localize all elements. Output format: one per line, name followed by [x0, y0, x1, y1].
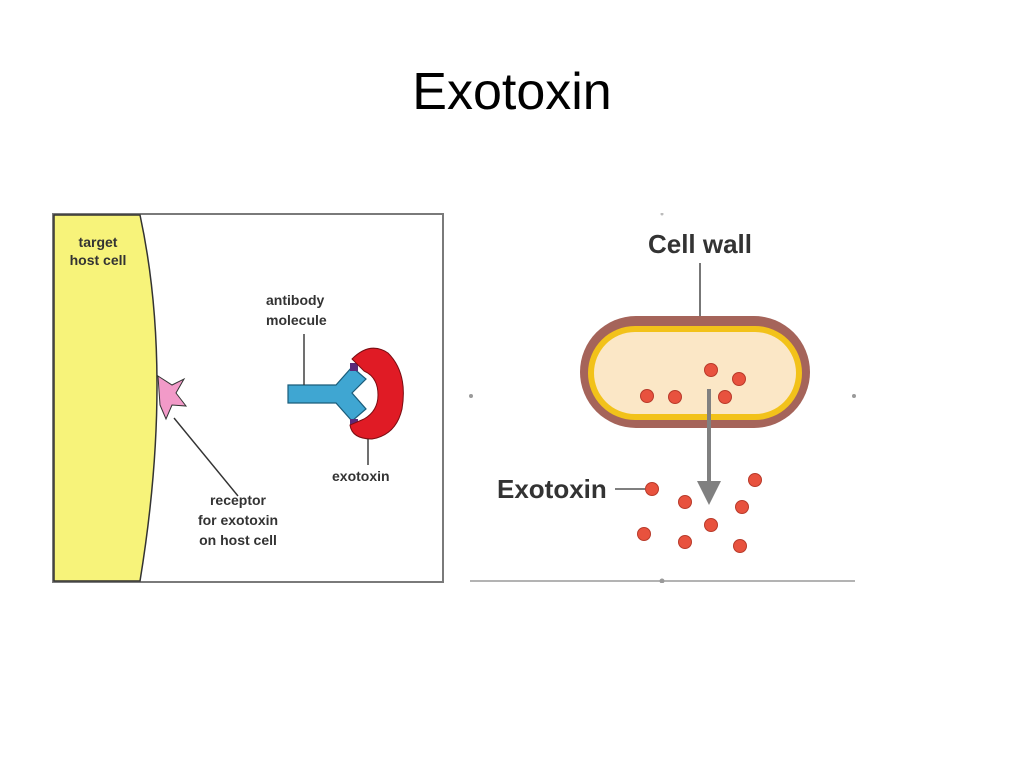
- label-host-cell: host cell: [70, 252, 127, 268]
- toxin-particle: [637, 527, 651, 541]
- secretion-arrow-head: [697, 481, 721, 505]
- label-exotoxin-secreted: Exotoxin: [497, 474, 607, 504]
- toxin-particle: [668, 390, 682, 404]
- toxin-particle: [678, 535, 692, 549]
- toxin-particle: [640, 389, 654, 403]
- secreted-toxins: [637, 473, 762, 553]
- label-exotoxin: exotoxin: [332, 468, 390, 484]
- frame-handle: [469, 394, 473, 398]
- bacterium-secretion-diagram: Cell wall Exotoxin: [469, 212, 856, 584]
- toxin-particle: [748, 473, 762, 487]
- frame-handle: [660, 212, 664, 216]
- antibody-molecule: [287, 366, 367, 422]
- toxin-particle: [733, 539, 747, 553]
- label-receptor: receptor: [210, 492, 267, 508]
- toxin-particle: [735, 500, 749, 514]
- toxin-particle: [678, 495, 692, 509]
- label-molecule: molecule: [266, 312, 327, 328]
- label-for-exotoxin: for exotoxin: [198, 512, 278, 528]
- label-on-host-cell: on host cell: [199, 532, 277, 548]
- cytoplasm: [594, 332, 796, 414]
- frame-handle: [659, 578, 665, 584]
- slide-title: Exotoxin: [412, 63, 612, 121]
- toxin-particle: [704, 363, 718, 377]
- antibody-exotoxin-diagram: target host cell antibody molecule exoto…: [52, 213, 444, 583]
- frame-handle: [852, 394, 856, 398]
- label-target: target: [79, 234, 118, 250]
- host-cell: [53, 214, 158, 582]
- toxin-particle: [704, 518, 718, 532]
- toxin-particle: [718, 390, 732, 404]
- binding-site-top: [350, 363, 358, 371]
- label-cell-wall: Cell wall: [648, 229, 752, 259]
- label-antibody: antibody: [266, 292, 325, 308]
- internal-toxins: [640, 363, 746, 404]
- exotoxin-shape: [349, 347, 404, 440]
- receptor-shape: [157, 375, 188, 421]
- receptor-pointer: [173, 417, 239, 497]
- toxin-particle: [732, 372, 746, 386]
- toxin-particle: [645, 482, 659, 496]
